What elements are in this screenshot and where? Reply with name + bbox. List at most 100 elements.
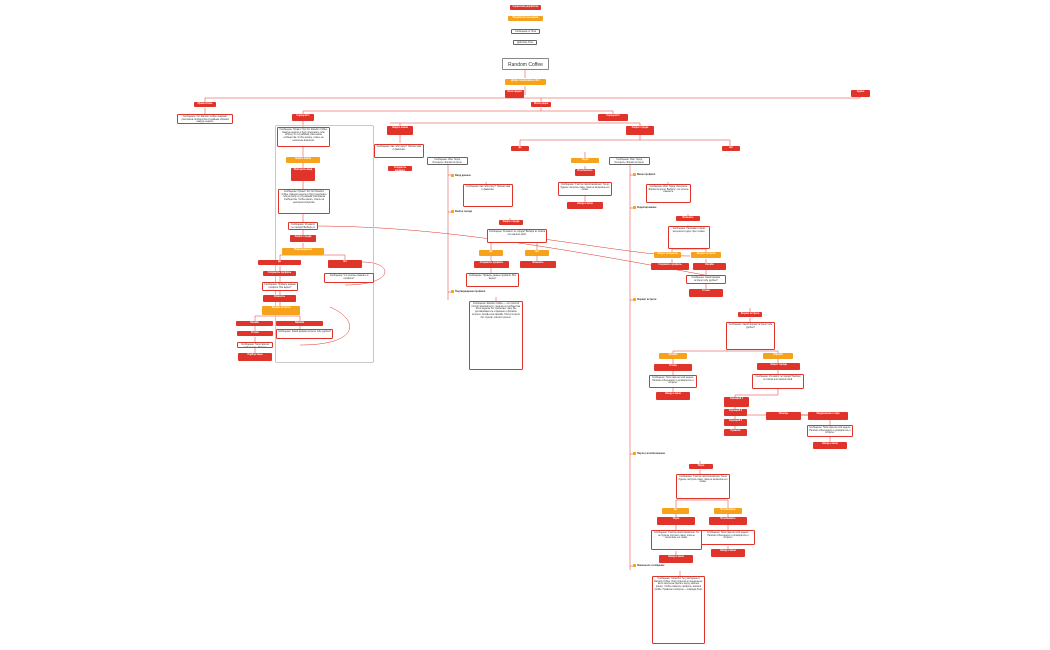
middle-confirm-no[interactable]: Нет <box>525 250 549 256</box>
left-long-note: Сообщение: Привет! Это бот Random Coffee… <box>278 189 330 214</box>
left-save-action[interactable]: Сохранить профиль <box>263 271 296 276</box>
center-pick-b[interactable]: Нет <box>722 146 740 151</box>
right-pause-no-note: Сообщение: Твоя пара на этой неделе. Нап… <box>701 530 755 545</box>
right-pause-action[interactable]: Пауза <box>689 464 713 469</box>
rc-orange-step[interactable]: Пауза <box>571 158 599 163</box>
middle-city-action[interactable]: Запрос города <box>499 220 523 225</box>
right-offline-note: Сообщение: Из какого ты города? Выбери и… <box>752 374 804 389</box>
middle-info-box: Сообщение: Имя. Город. Интересы. Формат … <box>427 157 468 165</box>
right-pause-no[interactable]: Возобновить <box>714 508 742 514</box>
middle-confirm-note: Сообщение: Проверь данные профиля. Всё в… <box>466 273 519 287</box>
reg-branch-right[interactable]: Сценарий 2 <box>598 114 628 121</box>
left-yes-action[interactable]: Да <box>258 260 301 265</box>
middle-tag-confirm: Подтверждение профиля <box>451 290 495 294</box>
left-edit-action[interactable]: Изменить <box>263 295 296 302</box>
middle-confirm-yes[interactable]: Да <box>479 250 503 256</box>
right-pause-yes-action[interactable]: Пауза <box>657 517 695 525</box>
right-extra-note: Сообщение: Твоя пара на этой неделе. Нап… <box>807 425 853 437</box>
right-online-final[interactable]: Назад в меню <box>656 392 690 400</box>
right-edit-action[interactable]: Изменить <box>676 216 700 221</box>
right-tag-pause: Пауза и возобновление <box>633 452 677 456</box>
left-done-action[interactable]: Готово <box>237 331 273 336</box>
right-online-action[interactable]: Готово <box>654 364 692 371</box>
right-choice-1[interactable]: Сценарий 1 <box>724 397 749 407</box>
right-format-action[interactable]: Онлайн <box>693 263 726 270</box>
right-final-note: Сообщение: Спасибо! Ты участвуешь в Rand… <box>652 576 705 644</box>
main-registration-note: Сообщение: Привет! Это бот Random Coffee… <box>277 127 330 147</box>
middle-long-note: Сообщение: Random Coffee — это простой с… <box>469 301 523 370</box>
right-interest-action[interactable]: Сохранить профиль <box>651 263 689 270</box>
right-pause-yes[interactable]: Да <box>662 508 689 514</box>
right-tag-edit: Редактирование <box>633 206 673 210</box>
right-format-menu[interactable]: Формат встречи <box>738 312 762 317</box>
right-pause-yes-note: Сообщение: Участие приостановлено. Ты не… <box>651 530 702 550</box>
left-offline-action[interactable]: Офлайн <box>276 321 323 326</box>
right-extra-final[interactable]: Назад в меню <box>813 442 847 449</box>
branch-right-mid[interactable]: Запрос города <box>626 126 654 135</box>
right-online-step[interactable]: Онлайн <box>659 353 687 359</box>
middle-tag-city: Выбор города <box>451 210 491 214</box>
branch-left-mid-note: Сообщение: Как тебя зовут? Напиши имя и … <box>374 144 424 158</box>
left-online-action[interactable]: Онлайн <box>236 321 273 326</box>
branch-left-mid-action[interactable]: Сохранить профиль <box>388 166 412 171</box>
right-choice-3[interactable]: Сценарий 3 <box>724 419 747 426</box>
right-extra-right[interactable]: Уведомление о паре <box>808 412 848 420</box>
right-profile-note: Сообщение: Имя. Город. Интересы. Формат … <box>646 184 691 203</box>
right-pause-no-final[interactable]: Назад в меню <box>711 549 745 557</box>
center-pick-a[interactable]: Да <box>511 146 529 151</box>
level1-admin-node[interactable]: Админ <box>851 90 870 97</box>
right-pause-note: Сообщение: Участие приостановлено. Ты не… <box>676 474 730 499</box>
header-service-node[interactable]: Сервисная разработка <box>510 5 541 10</box>
left-info-note: Сообщение: бот Random Coffee знакомит уч… <box>177 114 233 124</box>
middle-city-note: Сообщение: Из какого ты города? Выбери и… <box>487 229 547 243</box>
left-orange-step[interactable]: Запрос имени <box>286 157 320 163</box>
left-city-note: Сообщение: Из какого ты города? Выбери и… <box>288 222 318 230</box>
registration-group-frame <box>275 125 374 363</box>
level1-registration-node[interactable]: Регистрация <box>531 102 551 107</box>
right-extra-left[interactable]: Помощь <box>766 412 801 420</box>
right-format-long-note: Сообщение: Какой формат встречи тебе удо… <box>726 322 775 350</box>
right-offline-action[interactable]: Запрос города <box>757 363 800 370</box>
left-format-step[interactable]: Формат встречи <box>262 306 300 315</box>
header-scenario-node[interactable]: Разработка сценариев <box>508 16 543 21</box>
rc-red-step[interactable]: Возобновить <box>575 169 595 176</box>
right-tag-format: Формат встречи <box>633 298 673 302</box>
left-format-note: Сообщение: Какой формат встречи тебе удо… <box>276 329 333 339</box>
root-node-title[interactable]: Random Coffee <box>502 58 549 70</box>
header-message-legend: Сообщение от бота <box>511 29 540 34</box>
left-no-action[interactable]: Нет <box>328 260 362 268</box>
left-final-note: Сообщение: Твоя пара на этой неделе. Нап… <box>237 342 273 348</box>
rc-pause-action[interactable]: Назад в меню <box>567 202 603 209</box>
level1-left-node[interactable]: Приветствие <box>194 102 216 107</box>
middle-input-note: Сообщение: Как тебя зовут? Напиши имя и … <box>463 184 513 207</box>
rc-pause-note: Сообщение: Участие приостановлено. Ты не… <box>558 182 612 196</box>
branch-left-mid[interactable]: Запрос имени <box>387 126 413 135</box>
left-name-action[interactable]: Повторить ввод <box>291 168 315 181</box>
reg-branch-left[interactable]: Сценарий 1 <box>292 114 314 121</box>
middle-tag-input: Ввод данных <box>451 174 491 178</box>
right-choice-4[interactable]: Правила <box>724 429 747 436</box>
right-format-note: Сообщение: Какой формат встречи тебе удо… <box>686 275 726 284</box>
header-action-legend: Действие бота <box>513 40 537 45</box>
left-edit-note: Сообщение: Что хочешь изменить в профиле… <box>324 273 374 283</box>
right-format-final[interactable]: Готово <box>689 289 723 297</box>
right-tag-menu: Меню профиля <box>633 173 673 177</box>
right-pause-no-action[interactable]: Возобновить <box>709 517 747 525</box>
right-choice-2[interactable]: Сценарий 2 <box>724 409 747 416</box>
right-offline-step[interactable]: Офлайн <box>763 353 793 359</box>
left-confirm-step[interactable]: Подтверждение <box>282 248 324 255</box>
right-pause-yes-final[interactable]: Назад в меню <box>659 555 693 563</box>
left-city-action[interactable]: Запрос города <box>290 235 316 242</box>
right-edit-note: Сообщение: Расскажи о своих интересах в … <box>668 226 710 249</box>
right-interest-step[interactable]: Запрос интересов <box>654 252 681 258</box>
left-final-action[interactable]: Подбор пары <box>238 353 272 361</box>
middle-no-action[interactable]: Изменить <box>520 261 556 268</box>
level1-greeting-node[interactable]: Регистрация <box>505 90 524 98</box>
right-format-step[interactable]: Формат встречи <box>691 252 721 258</box>
left-confirm-note: Сообщение: Проверь данные профиля. Всё в… <box>262 282 298 291</box>
start-node[interactable]: Добро пожаловать в Бот <box>505 79 546 85</box>
rc-info-box: Сообщение: Имя. Город. Интересы. Формат … <box>609 157 650 165</box>
middle-yes-action[interactable]: Сохранить профиль <box>474 261 509 268</box>
